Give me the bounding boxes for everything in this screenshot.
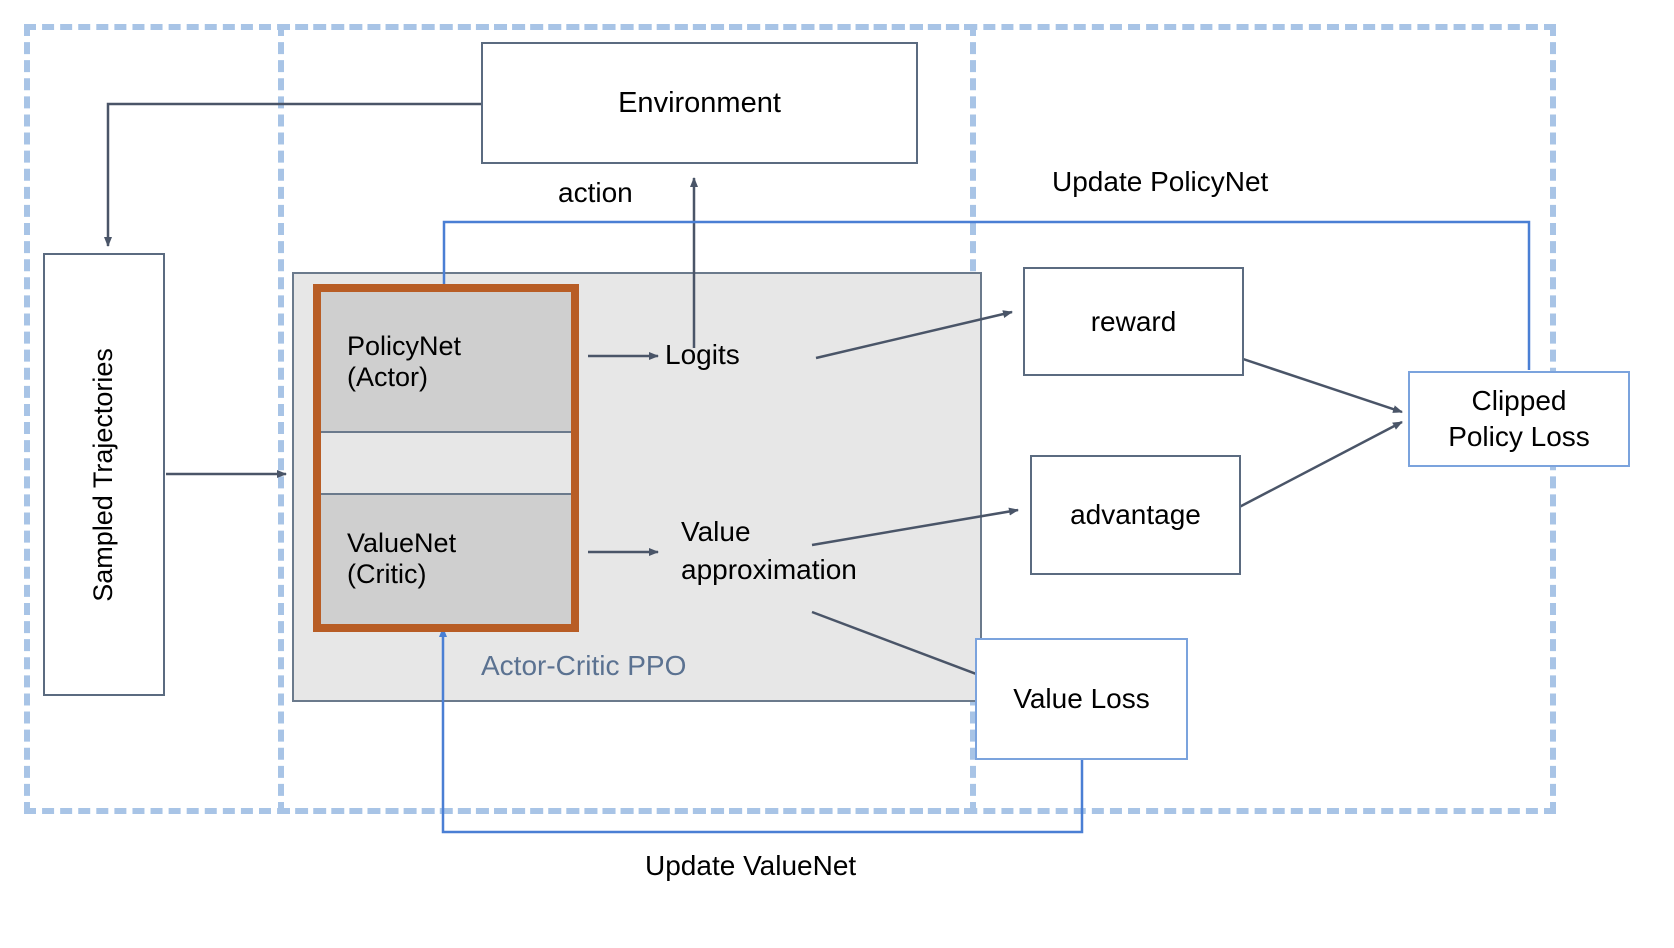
node-policynet-line2: (Actor) [347,361,428,392]
node-value-approximation-line2: approximation [681,553,857,585]
actor-critic-box[interactable]: PolicyNet (Actor) ValueNet (Critic) [313,284,579,632]
node-clipped-policy-loss-line2: Policy Loss [1448,421,1590,452]
node-environment-label: Environment [618,86,781,119]
node-value-loss[interactable]: Value Loss [975,638,1188,760]
node-policynet[interactable]: PolicyNet (Actor) [321,292,571,432]
node-advantage[interactable]: advantage [1030,455,1241,575]
node-valuenet-line1: ValueNet [347,528,457,559]
node-sampled-trajectories[interactable]: Sampled Trajectories [43,253,165,696]
edge-label-action: action [558,177,633,208]
node-advantage-label: advantage [1070,499,1201,531]
node-policynet-line1: PolicyNet [347,330,462,361]
actor-critic-shared-layer [321,431,571,495]
ppo-caption: Actor-Critic PPO [481,650,687,681]
node-value-loss-label: Value Loss [1013,683,1150,715]
node-sampled-trajectories-label: Sampled Trajectories [88,347,119,602]
node-reward[interactable]: reward [1023,267,1244,376]
node-environment[interactable]: Environment [481,42,918,164]
node-logits: Logits [665,339,740,370]
node-valuenet[interactable]: ValueNet (Critic) [321,494,571,624]
node-value-approximation: Value approximation [681,513,857,589]
node-clipped-policy-loss-line1: Clipped [1471,384,1567,416]
node-value-approximation-line1: Value [681,516,751,547]
node-reward-label: reward [1090,305,1177,337]
node-clipped-policy-loss[interactable]: Clipped Policy Loss [1408,371,1630,467]
edge-label-update-policynet: Update PolicyNet [1052,166,1269,197]
edge-label-update-valuenet: Update ValueNet [645,850,857,881]
node-valuenet-line2: (Critic) [347,559,427,590]
